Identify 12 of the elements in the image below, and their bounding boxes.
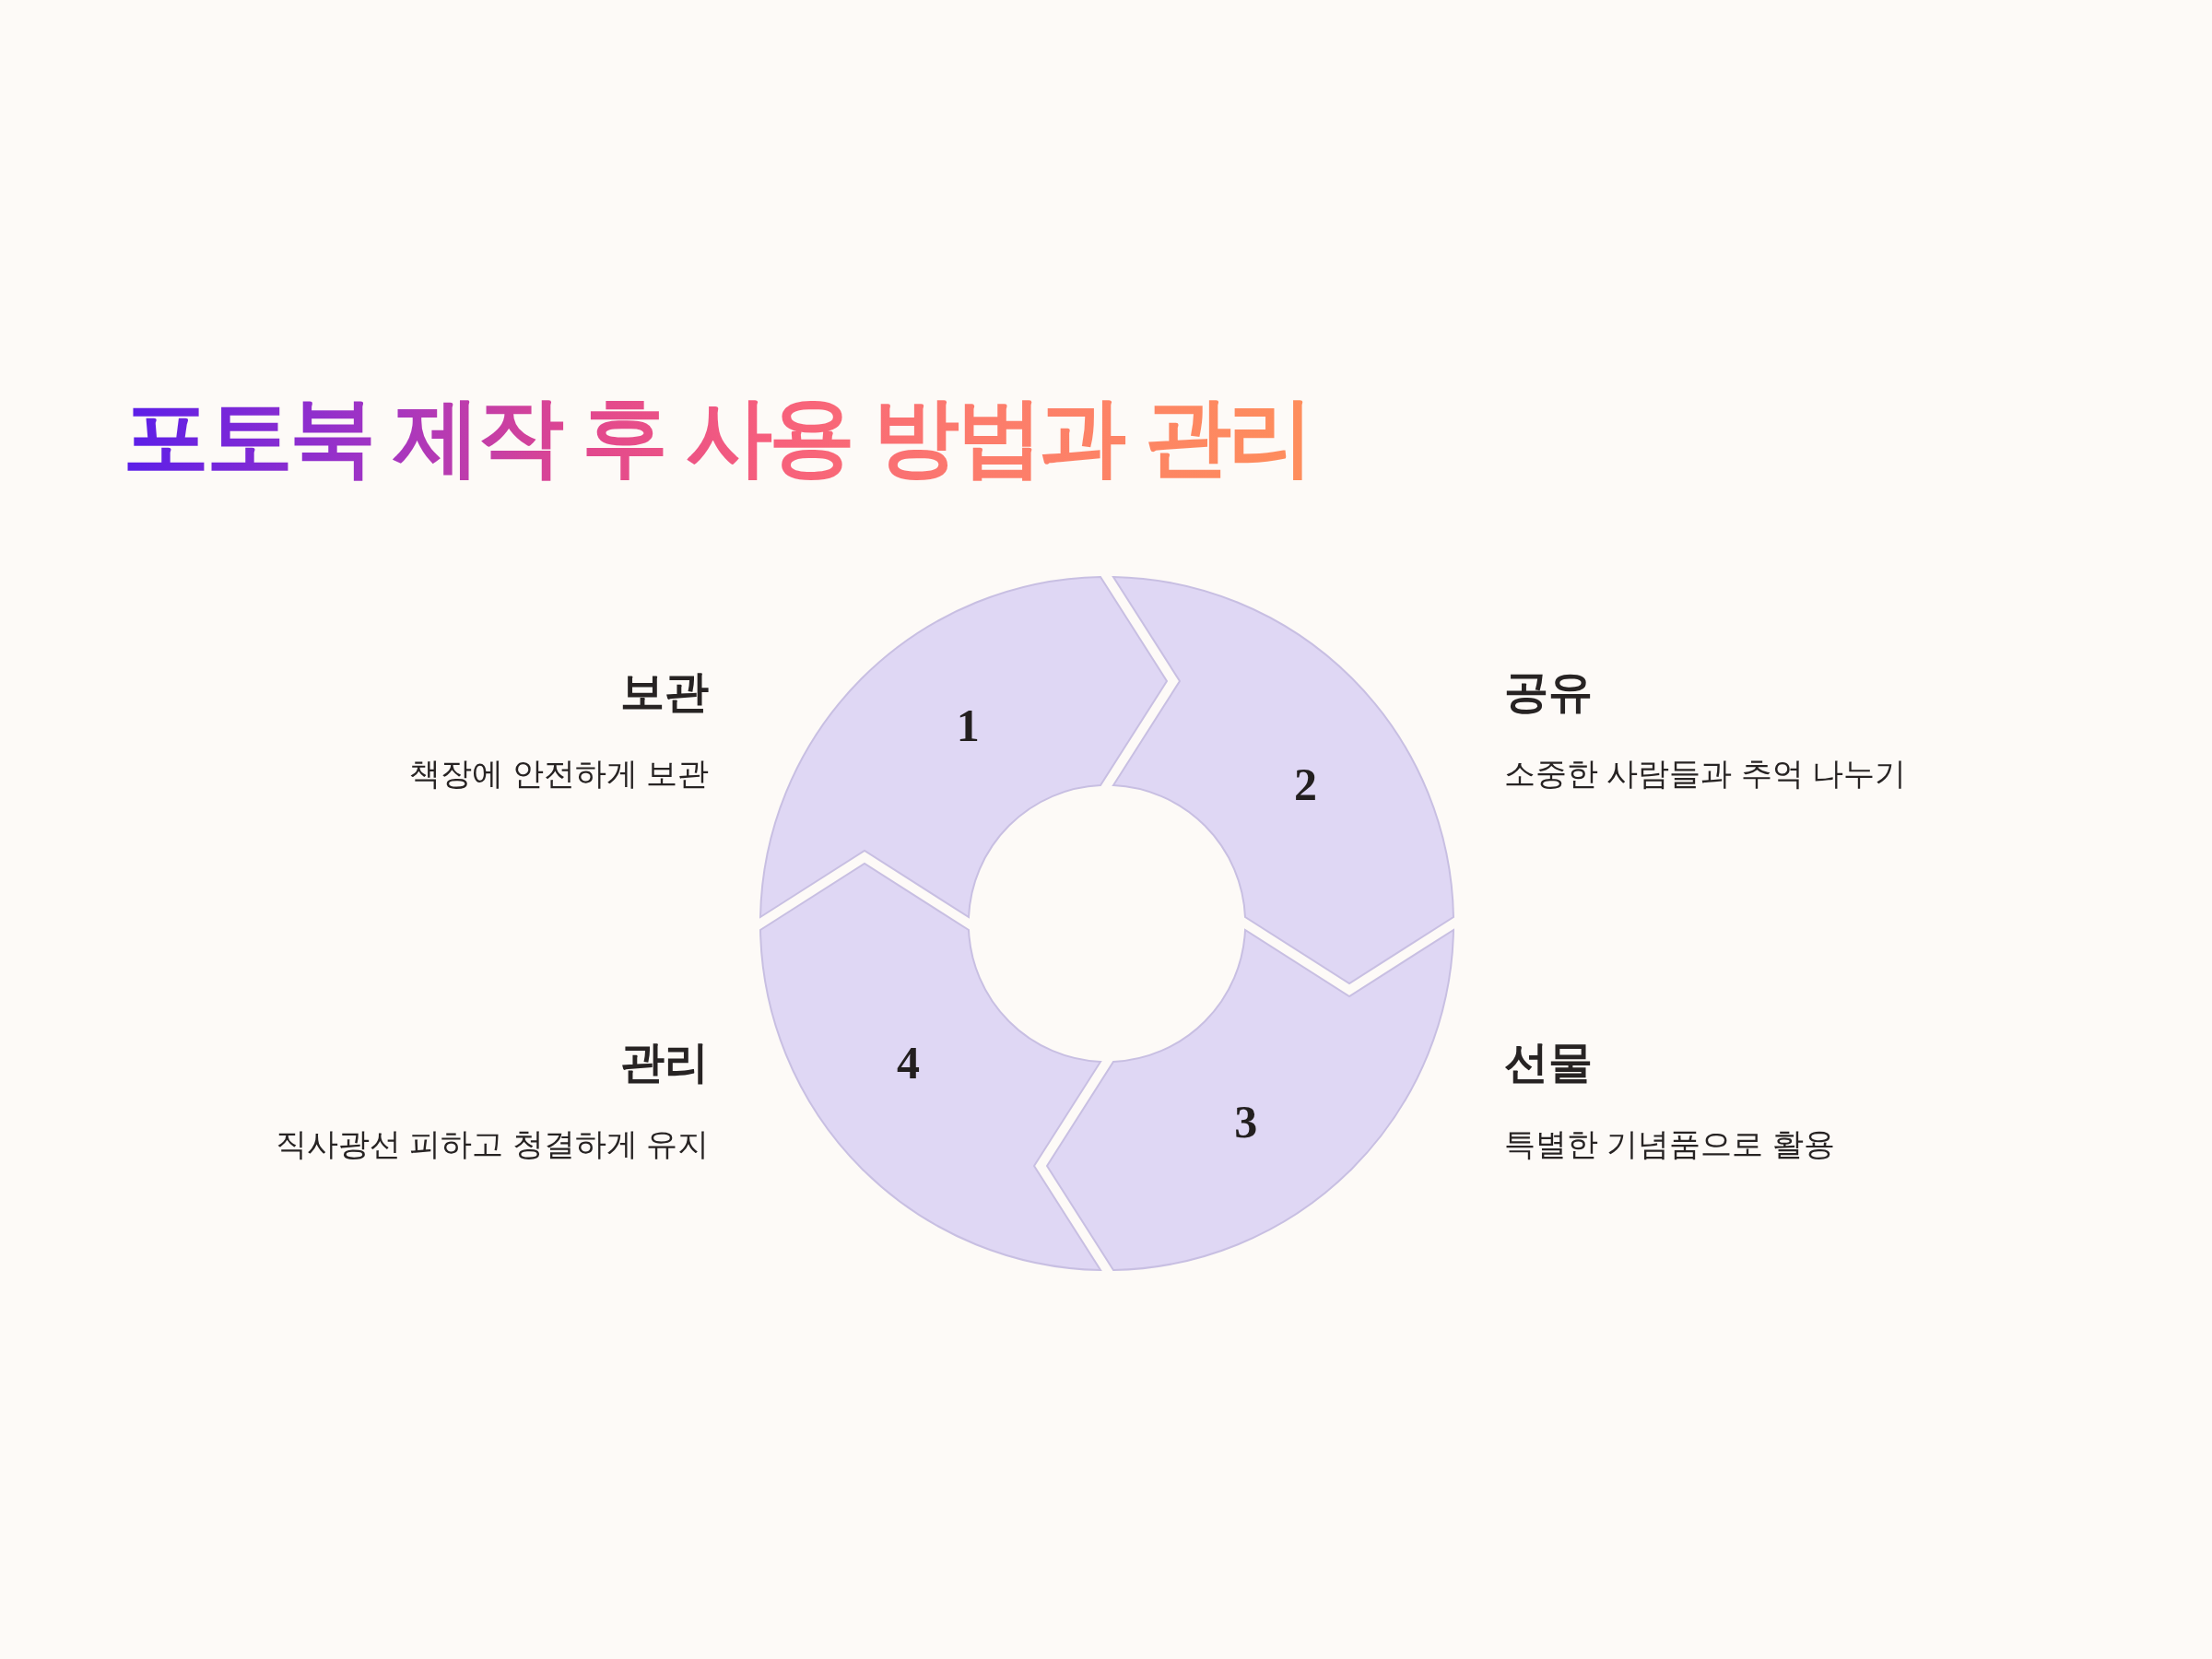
step-description: 소중한 사람들과 추억 나누기 — [1504, 755, 1907, 793]
step-heading: 선물 — [1504, 1037, 1593, 1088]
step-description: 책장에 안전하게 보관 — [409, 755, 709, 793]
step-number: 1 — [956, 701, 980, 748]
step-description: 특별한 기념품으로 활용 — [1504, 1125, 1835, 1163]
step-description: 직사광선 피하고 청결하게 유지 — [275, 1125, 709, 1163]
step-number: 4 — [897, 1039, 921, 1086]
step-number: 2 — [1293, 761, 1317, 808]
step-number: 3 — [1234, 1099, 1258, 1146]
step-heading: 공유 — [1504, 666, 1593, 718]
step-heading: 보관 — [620, 666, 709, 718]
step-heading: 관리 — [620, 1037, 709, 1088]
